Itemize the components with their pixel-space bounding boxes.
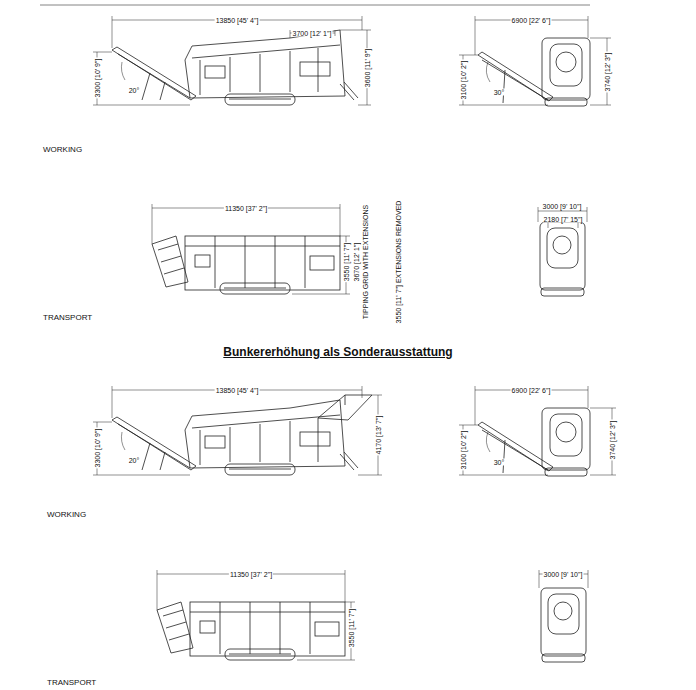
view-label: WORKING: [46, 511, 87, 519]
view-label: TRANSPORT: [46, 679, 97, 687]
dimension-label: 13850 [45' 4"]: [215, 17, 260, 24]
dimension-label: 4170 [13' 7"]: [375, 415, 382, 456]
dimension-label: 3100 [10' 2"]: [460, 430, 467, 471]
dimension-label: 3550 [11' 7"]: [343, 242, 350, 282]
dimension-label: 6900 [22' 6"]: [511, 387, 552, 394]
dimension-label: 3740 [12' 3"]: [609, 420, 616, 461]
dimension-label: 13850 [45' 4"]: [215, 387, 260, 394]
dimension-label: 11350 [37' 2"]: [224, 205, 268, 212]
dimension-label: 20°: [128, 457, 141, 464]
dimension-label: 2180 [7' 15"]: [543, 216, 584, 223]
dimension-label: 3550 [11' 7"]: [348, 608, 355, 648]
dimension-label: 30°: [493, 89, 506, 96]
dimension-label: 3740 [12' 3"]: [604, 52, 611, 93]
dimension-label: 3700 [12' 1"]: [292, 30, 333, 37]
dimension-label: 3550 [11' 7"] EXTENSIONS REMOVED: [395, 200, 402, 325]
dimension-label: 30°: [493, 459, 506, 466]
view-label: WORKING: [42, 146, 83, 154]
section-heading: Bunkererhöhung als Sonderausstattung: [222, 346, 453, 358]
dimension-label: 3100 [10' 2"]: [460, 60, 467, 101]
dimension-label: 6900 [22' 6"]: [511, 17, 552, 24]
dimension-label: 3670 [12' 1"]: [353, 242, 360, 283]
view-label: TRANSPORT: [42, 314, 93, 322]
dimension-label: 20°: [128, 87, 141, 94]
dimension-label: 11350 [37' 2"]: [229, 571, 273, 578]
dimension-label: 3600 [11' 9"]: [364, 48, 371, 88]
dimension-label: 3000 [9' 10"]: [542, 203, 583, 210]
dimension-label: 3000 [9' 10"]: [543, 571, 584, 578]
dimension-label: 3300 [10' 9"]: [94, 428, 101, 469]
dimension-label: 3300 [10' 9"]: [94, 58, 101, 99]
dimension-label: TIPPING GRID WITH EXTENSIONS: [362, 204, 369, 320]
